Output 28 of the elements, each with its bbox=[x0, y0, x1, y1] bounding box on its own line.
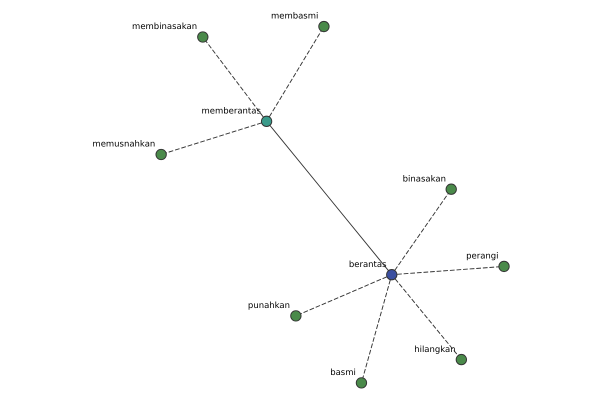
connector bbox=[394, 193, 448, 271]
connector bbox=[165, 122, 262, 154]
node-circle bbox=[355, 377, 367, 389]
node-circle bbox=[154, 148, 166, 160]
node-circle bbox=[290, 310, 302, 322]
node-label: membasmi bbox=[270, 12, 318, 22]
connector bbox=[204, 40, 264, 118]
node-circle bbox=[498, 260, 510, 272]
connector bbox=[362, 279, 390, 378]
node-label: basmi bbox=[330, 368, 356, 378]
node-circle bbox=[445, 184, 456, 195]
node-circle bbox=[318, 20, 330, 32]
node-circle bbox=[196, 31, 208, 43]
node-label: punahkan bbox=[247, 301, 290, 312]
node-circle bbox=[455, 354, 466, 366]
node-label: memberantas bbox=[201, 106, 260, 116]
connector bbox=[268, 30, 322, 118]
connector bbox=[394, 278, 458, 356]
connector bbox=[300, 276, 387, 314]
node-label: binasakan bbox=[402, 174, 446, 184]
node-label: membinasakan bbox=[132, 22, 197, 32]
node-label: perangi bbox=[466, 252, 498, 262]
connector bbox=[269, 125, 388, 272]
node-label: hilangkan bbox=[414, 344, 456, 355]
node-circle bbox=[386, 269, 397, 280]
node-label: memusnahkan bbox=[92, 140, 155, 150]
node-circle bbox=[260, 116, 272, 127]
connector bbox=[396, 266, 499, 275]
